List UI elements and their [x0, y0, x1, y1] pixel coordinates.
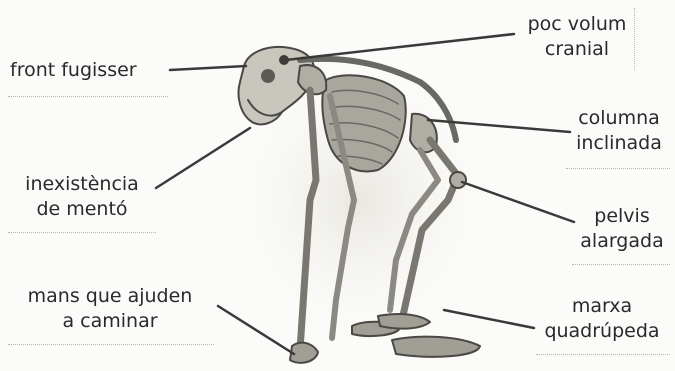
label-poc-volum-cranial: poc volum cranial [514, 12, 640, 62]
label-box-edge [8, 344, 214, 345]
label-text: front fugisser [10, 58, 137, 83]
label-marxa-quadrupeda: marxa quadrúpeda [536, 294, 668, 344]
label-front-fugisser: front fugisser [10, 58, 137, 83]
label-text-line-1: poc volum [514, 12, 640, 37]
label-text-line-2: alargada [572, 229, 672, 254]
label-box-edge [536, 354, 670, 355]
label-text-line-2: cranial [514, 37, 640, 62]
label-text-line-1: columna [566, 106, 672, 131]
label-box-edge [8, 232, 156, 233]
label-box-edge [572, 264, 670, 265]
label-pelvis-alargada: pelvis alargada [572, 204, 672, 254]
label-text-line-1: mans que ajuden [10, 284, 210, 309]
label-text-line-2: quadrúpeda [536, 319, 668, 344]
knee [450, 172, 466, 188]
eye-socket [261, 69, 275, 83]
label-text-line-2: a caminar [10, 309, 210, 334]
label-text-line-1: marxa [536, 294, 668, 319]
label-text-line-2: de mentó [8, 197, 156, 222]
label-box-edge [8, 96, 168, 97]
label-text-line-2: inclinada [566, 131, 672, 156]
label-inexistencia-mento: inexistència de mentó [8, 172, 156, 222]
label-columna-inclinada: columna inclinada [566, 106, 672, 156]
label-box-edge [634, 8, 635, 70]
label-text-line-1: inexistència [8, 172, 156, 197]
label-box-edge [566, 168, 670, 169]
leader-front-fugisser [170, 66, 246, 70]
hind-foot-near [392, 337, 480, 357]
label-mans-que-ajuden: mans que ajuden a caminar [10, 284, 210, 334]
label-text-line-1: pelvis [572, 204, 672, 229]
